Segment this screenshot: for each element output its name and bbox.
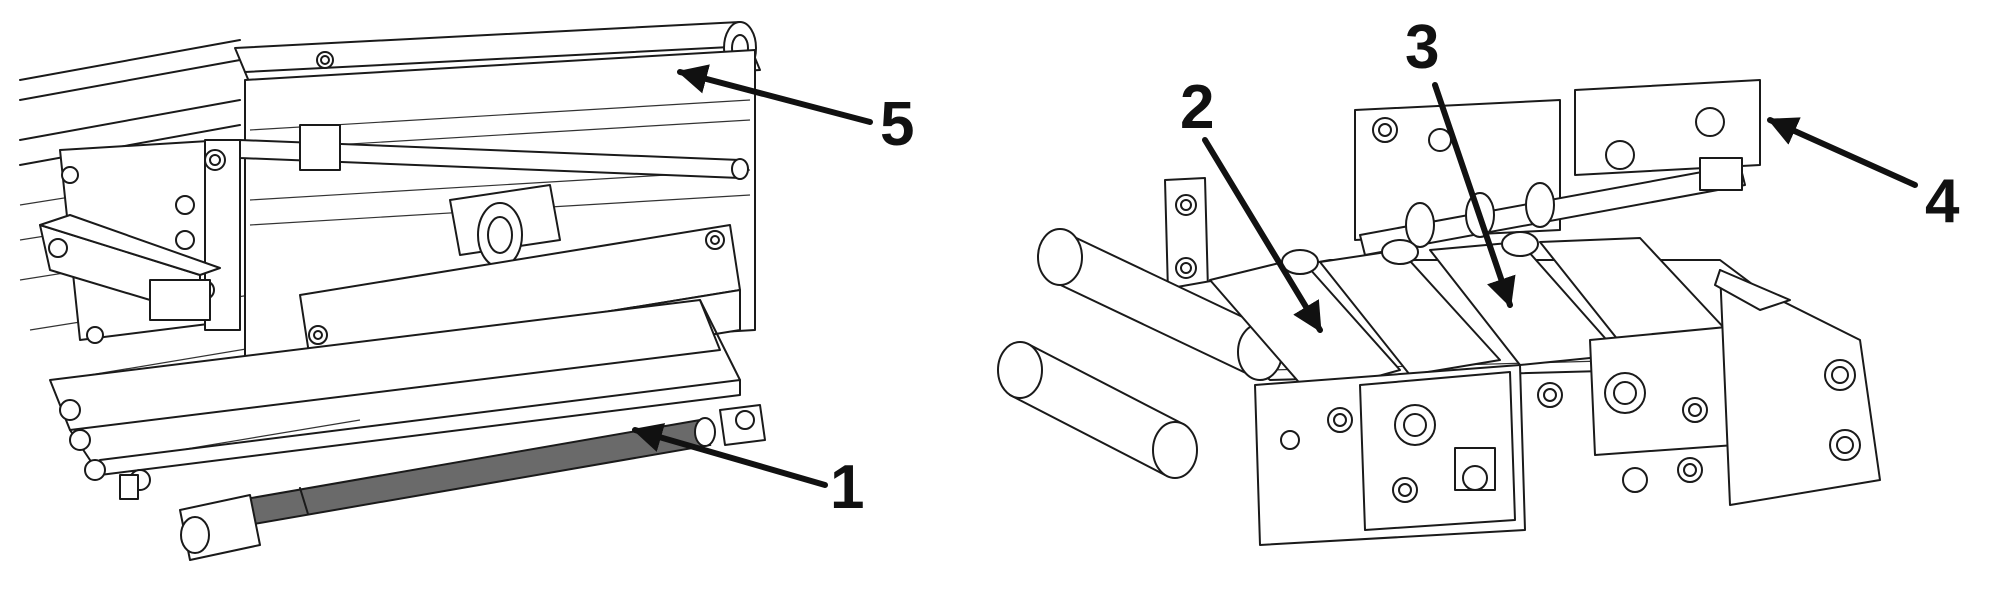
lever-arm xyxy=(39,214,221,321)
right-end-plate xyxy=(1714,269,1881,506)
arrow-4 xyxy=(1767,117,1918,188)
vertical-tab xyxy=(1164,177,1209,293)
callout-label-4: 4 xyxy=(1925,167,1960,236)
guide-rollers xyxy=(997,228,1283,479)
arrow-5 xyxy=(677,64,873,125)
arrow-3 xyxy=(1432,82,1516,308)
bed-rollers xyxy=(1209,231,1741,396)
pinch-bracket xyxy=(1354,79,1761,256)
arrow-1 xyxy=(632,423,828,488)
arrow-2 xyxy=(1202,137,1323,333)
callout-label-5: 5 xyxy=(880,90,914,159)
callout-arrows xyxy=(632,64,1918,488)
front-plate-left xyxy=(1254,364,1526,546)
end-plates xyxy=(119,404,766,561)
callout-label-1: 1 xyxy=(830,453,864,522)
middle-shaft xyxy=(239,124,749,180)
lower-carriage xyxy=(49,299,741,481)
left-printhead-assembly xyxy=(19,21,766,561)
callout-label-3: 3 xyxy=(1405,13,1439,82)
pivot-carriage xyxy=(449,184,561,268)
callout-label-2: 2 xyxy=(1180,73,1214,142)
callout-labels: 1 5 2 3 4 xyxy=(830,13,1960,522)
right-roller-unit xyxy=(997,79,1881,546)
